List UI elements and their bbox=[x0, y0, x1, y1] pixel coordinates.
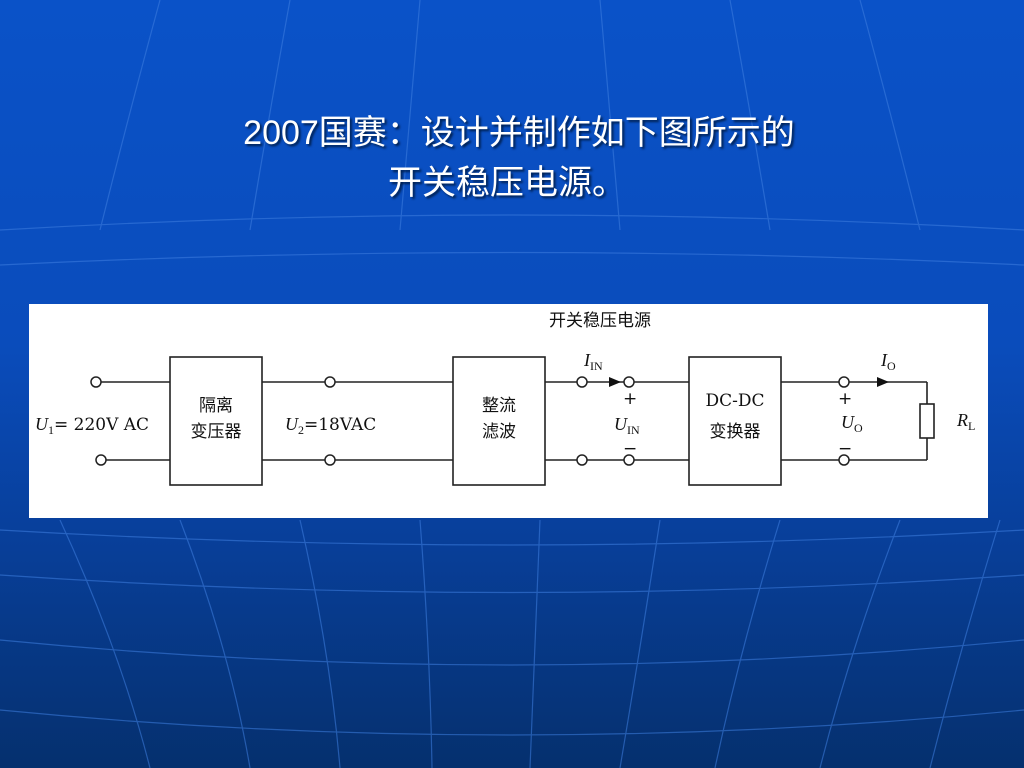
u2-terminal-bottom bbox=[324, 454, 336, 466]
rl-label: RL bbox=[956, 410, 975, 433]
uo-terminal-top bbox=[838, 376, 850, 388]
uin-terminal-bottom bbox=[623, 454, 635, 466]
transformer-label-2: 变压器 bbox=[191, 422, 242, 442]
u2-terminal-top bbox=[324, 376, 336, 388]
input-terminal-bottom bbox=[95, 454, 107, 466]
u2-label: U2=18VAC bbox=[285, 414, 376, 437]
rectifier-filter-block bbox=[452, 356, 546, 486]
iin-label: IIN bbox=[583, 350, 603, 373]
io-label: IO bbox=[880, 350, 896, 373]
iin-terminal-left bbox=[576, 376, 588, 388]
circuit-diagram: 开关稳压电源 U1= 220V AC 隔离 变压器 U2=18VAC 整流 滤波 bbox=[29, 304, 988, 518]
io-arrow-icon bbox=[877, 377, 889, 387]
dcdc-label-1: DC-DC bbox=[705, 391, 764, 411]
rectifier-label-1: 整流 bbox=[482, 396, 516, 416]
circuit-diagram-svg: 开关稳压电源 U1= 220V AC 隔离 变压器 U2=18VAC 整流 滤波 bbox=[35, 311, 975, 486]
uin-label: UIN bbox=[614, 414, 640, 437]
u1-label: U1= 220V AC bbox=[35, 414, 149, 437]
input-terminal-top bbox=[90, 376, 102, 388]
uin-plus-sign: + bbox=[623, 389, 637, 409]
iin-arrow-icon bbox=[609, 377, 621, 387]
title-line-2: 开关稳压电源。 bbox=[388, 163, 626, 203]
uo-plus-sign: + bbox=[838, 389, 852, 409]
uo-label: UO bbox=[841, 412, 863, 435]
uo-terminal-bottom bbox=[838, 454, 850, 466]
title-line-1: 2007国赛：设计并制作如下图所示的 bbox=[243, 114, 795, 152]
uo-minus-sign: − bbox=[838, 439, 852, 459]
iin-terminal-left-bottom bbox=[576, 454, 588, 466]
transformer-label-1: 隔离 bbox=[199, 396, 233, 416]
rectifier-label-2: 滤波 bbox=[482, 422, 516, 442]
dcdc-label-2: 变换器 bbox=[710, 422, 761, 442]
uin-minus-sign: − bbox=[623, 439, 637, 459]
load-resistor bbox=[919, 403, 935, 439]
dc-dc-converter-block bbox=[688, 356, 782, 486]
slide-title: 2007国赛：设计并制作如下图所示的 开关稳压电源。 bbox=[0, 108, 1024, 208]
diagram-caption: 开关稳压电源 bbox=[549, 311, 651, 331]
uin-terminal-top bbox=[623, 376, 635, 388]
isolation-transformer-block bbox=[169, 356, 263, 486]
